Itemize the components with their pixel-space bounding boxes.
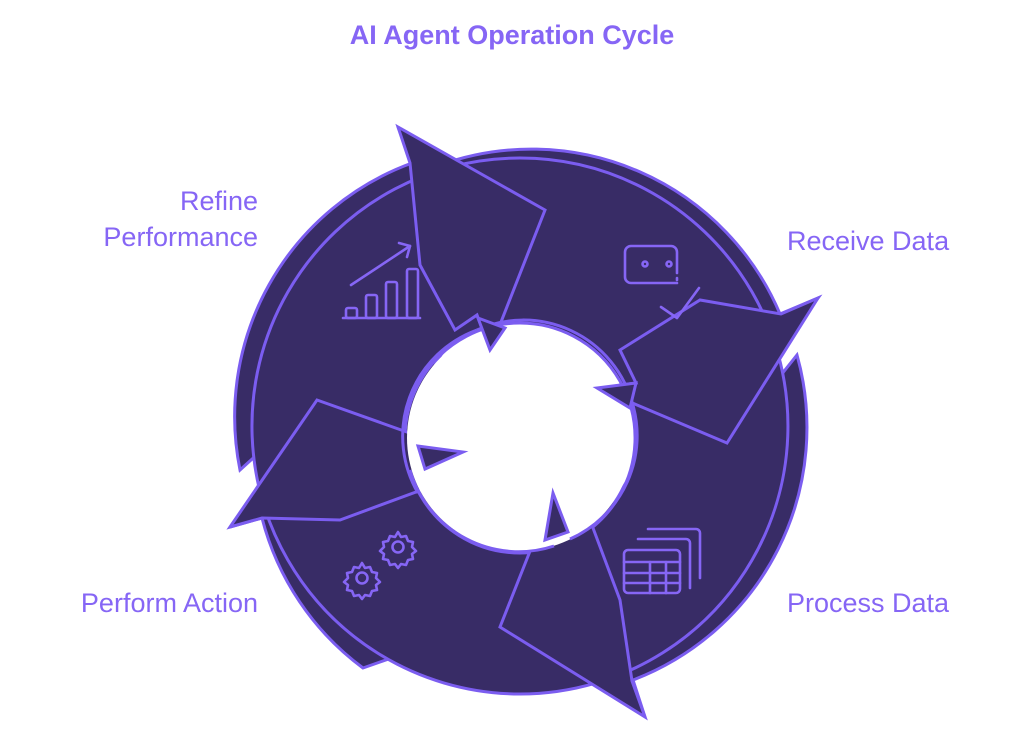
inner-arc-left — [401, 328, 478, 494]
gears-icon — [342, 530, 418, 601]
notch-receive — [592, 381, 638, 411]
label-line: Performance — [103, 222, 258, 252]
notch-perform — [415, 444, 469, 472]
inner-arc-right — [569, 401, 639, 541]
chart-growth-icon — [341, 241, 422, 320]
label-line: Refine — [179, 186, 258, 216]
label-refine-performance: Refine Performance — [103, 183, 258, 255]
inner-arc-top — [476, 318, 634, 403]
arrowhead-refine-performance — [395, 123, 547, 355]
label-process-data: Process Data — [787, 588, 950, 618]
arrowhead-receive-data — [591, 294, 822, 445]
label-perform-action: Perform Action — [80, 588, 258, 618]
diagram-title: AI Agent Operation Cycle — [349, 20, 675, 50]
notch-refine — [475, 315, 508, 354]
label-receive-data: Receive Data — [787, 226, 950, 256]
notch-process — [543, 487, 570, 543]
table-stack-icon — [622, 527, 702, 595]
message-check-icon — [623, 244, 701, 320]
inner-arc-bottom — [408, 469, 555, 554]
inner-hole — [407, 325, 633, 551]
